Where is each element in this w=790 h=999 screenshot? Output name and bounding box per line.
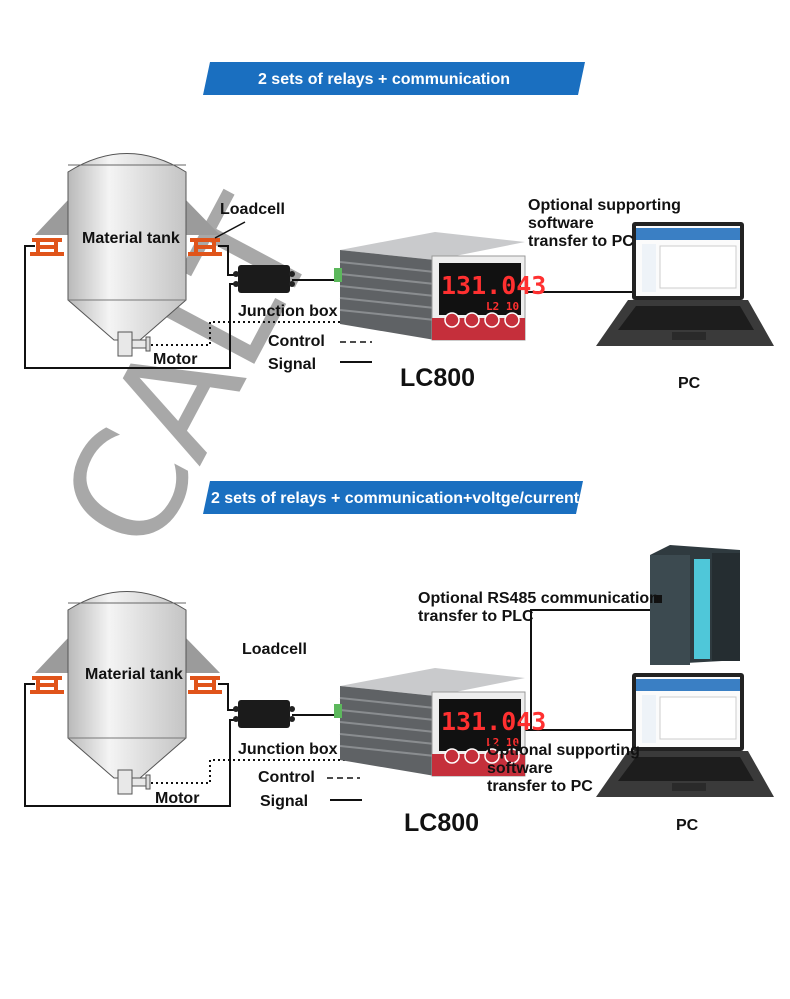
pc-note-line-1: Optional supporting — [487, 742, 640, 759]
device-label: LC800 — [400, 364, 475, 392]
pc-note-line-2: software — [487, 760, 553, 777]
banner-2 — [203, 481, 583, 514]
pc-note-line-2: software — [528, 215, 594, 232]
signal-wires-2 — [24, 609, 652, 807]
plc-note-line-1: Optional RS485 communication — [418, 590, 659, 607]
section-2: 2 sets of relays + communication+voltge/… — [24, 481, 775, 837]
junction-box — [233, 700, 295, 728]
junction-box-label: Junction box — [238, 741, 338, 758]
loadcell-label: Loadcell — [242, 641, 307, 658]
display-main: 131.043 — [441, 707, 546, 736]
loadcell-right — [188, 676, 222, 694]
display-sub: L2 10 — [486, 300, 519, 313]
motor-label: Motor — [155, 790, 199, 807]
section-1: 2 sets of relays + communication 131.043… — [24, 62, 775, 392]
loadcell-left — [30, 238, 64, 256]
control-legend-label: Control — [268, 333, 325, 350]
control-wire — [146, 321, 385, 346]
tank-label: Material tank — [82, 230, 180, 247]
lc800-device: 131.043 L2 10 — [333, 667, 546, 777]
control-legend-label: Control — [258, 769, 315, 786]
display-sub: L2 10 — [486, 736, 519, 749]
display-main: 131.043 — [441, 271, 546, 300]
junction-box — [233, 265, 295, 293]
banner-1 — [203, 62, 585, 95]
signal-legend-label: Signal — [268, 356, 316, 373]
junction-box-label: Junction box — [238, 303, 338, 320]
tank-label: Material tank — [85, 666, 183, 683]
banner-1-text: 2 sets of relays + communication — [258, 71, 510, 88]
motor-label: Motor — [153, 351, 197, 368]
loadcell-label: Loadcell — [220, 201, 285, 218]
signal-legend-label: Signal — [260, 793, 308, 810]
control-wire-2 — [146, 759, 385, 784]
pc-note-line-3: transfer to PC — [528, 233, 634, 250]
lc800-device: 131.043 L2 10 — [333, 231, 546, 341]
laptop-pc — [595, 672, 775, 798]
device-label: LC800 — [404, 809, 479, 837]
pc-label: PC — [676, 817, 699, 834]
plc — [650, 545, 740, 665]
signal-wires — [24, 245, 635, 369]
plc-note-line-2: transfer to PLC — [418, 608, 534, 625]
pc-note-line-1: Optional supporting — [528, 197, 681, 214]
pc-label: PC — [678, 375, 701, 392]
pc-note-line-3: transfer to PC — [487, 778, 593, 795]
loadcell-left — [30, 676, 64, 694]
banner-2-text: 2 sets of relays + communication+voltge/… — [211, 490, 580, 507]
